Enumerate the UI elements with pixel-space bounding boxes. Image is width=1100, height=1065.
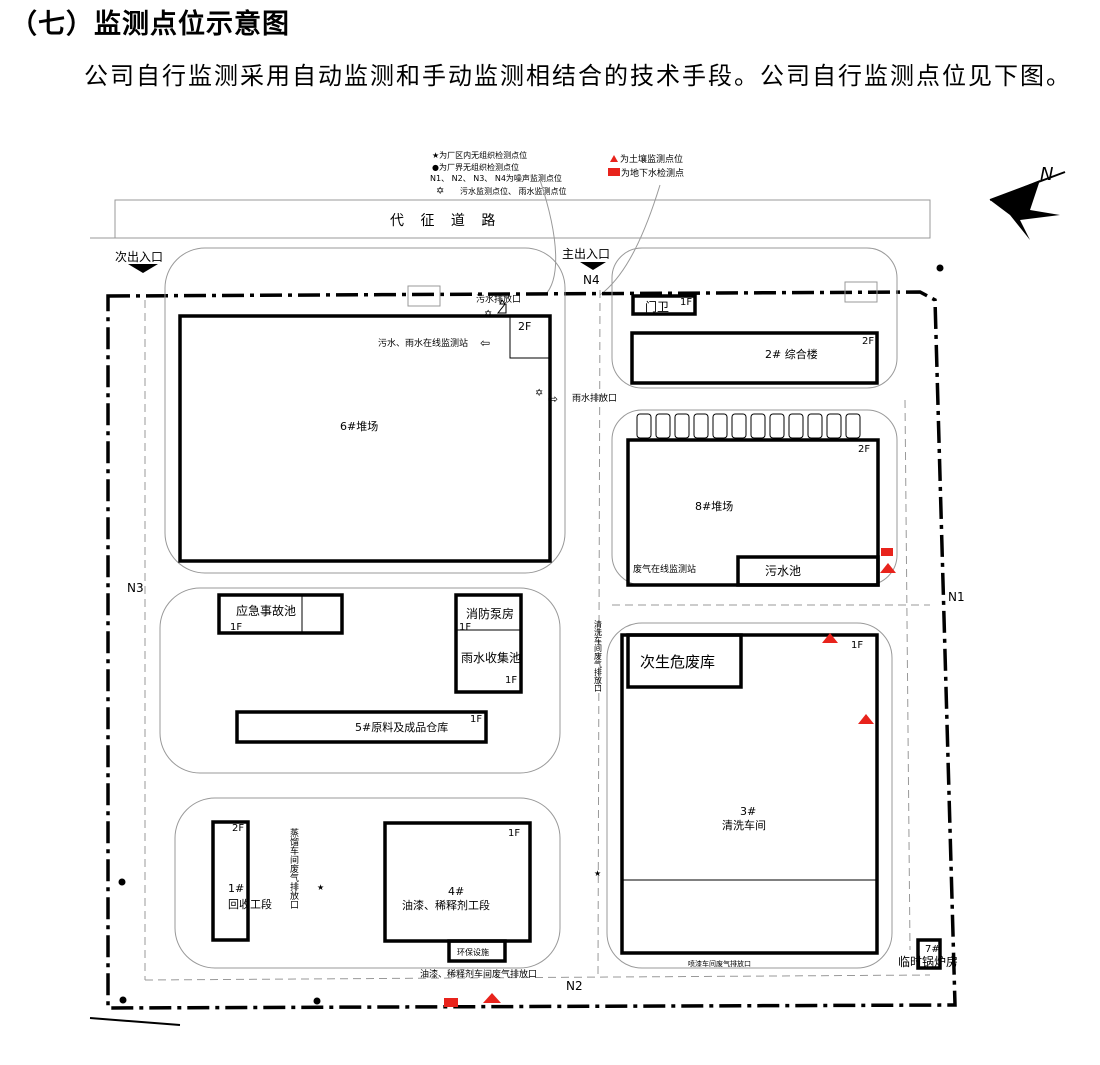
noise-n4: N4	[583, 273, 600, 287]
building-3-number: 3#	[740, 805, 756, 818]
road-label: 代 征 道 路	[390, 213, 501, 229]
boundary-points	[118, 264, 944, 1005]
section-heading: （七）监测点位示意图	[10, 9, 290, 40]
soil-marker	[483, 993, 501, 1003]
car-icon	[731, 413, 747, 439]
building-8-floor: 2F	[858, 444, 870, 455]
secondary-entrance-label: 次出入口	[115, 250, 163, 264]
building-7: 临时锅炉房	[898, 954, 958, 969]
car-icon	[655, 413, 671, 439]
car-icon	[788, 413, 804, 439]
env-facility: 环保设施	[457, 947, 489, 957]
compass-icon: N	[989, 164, 1066, 240]
building-5-floor: 1F	[470, 714, 482, 725]
soil-marker	[858, 714, 874, 724]
building-4-number: 4#	[448, 885, 464, 898]
star-point-icon: ★	[317, 883, 324, 892]
secondary-entrance-icon	[128, 264, 158, 273]
arrow-right-icon: ⇨	[548, 392, 558, 406]
groundwater-marker	[444, 998, 458, 1007]
rain-pool: 雨水收集池	[461, 650, 521, 665]
intro-paragraph: 公司自行监测采用自动监测和手动监测相结合的技术手段。公司自行监测点位见下图。	[84, 62, 1072, 90]
soil-marker	[880, 563, 896, 573]
gate-building: 门卫	[645, 299, 669, 314]
building-6-floor: 2F	[518, 320, 531, 333]
building-1-floor: 2F	[232, 823, 244, 834]
legend-water: 污水监测点位、 雨水监测点位	[460, 186, 567, 196]
paint-gas-outlet-label: 油漆、稀释剂车间废气排放口	[420, 968, 537, 980]
soil-legend-icon	[610, 155, 618, 162]
arrow-icon	[496, 299, 507, 314]
car-icon	[807, 413, 823, 439]
building-1-number: 1#	[228, 882, 244, 895]
spray-gas-outlet-label: 喷漆车间废气排放口	[688, 959, 751, 968]
water-point-icon: ✡	[436, 186, 444, 197]
boundary-dot-icon	[119, 996, 127, 1004]
noise-n2: N2	[566, 979, 583, 993]
building-1: 回收工段	[228, 897, 272, 911]
sewage-pool: 污水池	[765, 564, 801, 578]
emergency-floor: 1F	[230, 622, 242, 633]
fire-pump-room: 消防泵房	[466, 606, 514, 621]
car-icon	[693, 413, 709, 439]
emergency-pool: 应急事故池	[236, 603, 296, 618]
building-7-number: 7#	[925, 944, 940, 955]
car-icon	[826, 413, 842, 439]
building-8: 8#堆场	[695, 499, 733, 513]
sewage-point-icon: ✡	[484, 309, 492, 320]
legend-star: ★为厂区内无组织检测点位	[432, 150, 527, 160]
legend-dot: ●为厂界无组织检测点位	[432, 162, 519, 172]
legend-noise: N1、 N2、 N3、 N4为噪声监测点位	[430, 173, 562, 183]
sewage-outlet-label: 污水排放口	[476, 293, 521, 305]
fire-pump-floor: 1F	[459, 622, 471, 633]
legend-groundwater: 为地下水检测点	[621, 167, 684, 179]
gate-floor: 1F	[680, 297, 692, 308]
hazardous-waste-store: 次生危废库	[640, 653, 715, 671]
building-5: 5#原料及成品仓库	[355, 720, 448, 734]
building-6: 6#堆场	[340, 419, 378, 433]
car-icon	[674, 413, 690, 439]
svg-text:N: N	[1040, 164, 1053, 185]
car-icon	[750, 413, 766, 439]
boundary-dot-icon	[118, 878, 126, 886]
noise-n3: N3	[127, 581, 144, 595]
parking-cars	[636, 413, 861, 439]
main-entrance-icon	[580, 262, 606, 270]
building-2: 2# 综合楼	[765, 347, 818, 361]
rain-pool-floor: 1F	[505, 675, 517, 686]
groundwater-legend-icon	[608, 168, 620, 176]
gas-station-label: 废气在线监测站	[633, 563, 696, 575]
building-2-floor: 2F	[862, 336, 874, 347]
car-icon	[636, 413, 652, 439]
car-icon	[769, 413, 785, 439]
main-entrance-label: 主出入口	[562, 247, 610, 261]
soil-marker	[822, 633, 838, 643]
online-station-label: 污水、雨水在线监测站	[378, 337, 468, 349]
noise-n1: N1	[948, 590, 965, 604]
arrow-left-icon: ⇦	[480, 336, 490, 350]
boundary-dot-icon	[936, 264, 944, 272]
rain-point-icon: ✡	[535, 388, 543, 399]
car-icon	[712, 413, 728, 439]
building-4: 油漆、稀释剂工段	[402, 898, 490, 912]
building-3-floor: 1F	[851, 640, 863, 651]
building-3: 清洗车间	[722, 818, 766, 832]
distill-gas-outlet-label: 蒸馏车间废气排放口	[288, 827, 299, 909]
groundwater-marker	[881, 548, 893, 556]
star-point-icon: ★	[594, 869, 601, 878]
boundary-dot-icon	[313, 997, 321, 1005]
wash-gas-outlet-label: 清洗车间废气排放口	[594, 619, 603, 692]
rain-outlet-label: 雨水排放口	[572, 392, 617, 404]
car-icon	[845, 413, 861, 439]
legend-soil: 为土壤监测点位	[620, 153, 683, 165]
building-4-floor: 1F	[508, 828, 520, 839]
